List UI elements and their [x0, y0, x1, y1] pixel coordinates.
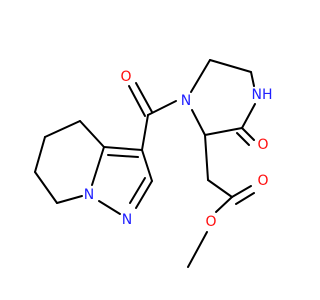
bond-amide-n	[147, 100, 177, 116]
bond-amide-co-2	[135, 82, 153, 113]
atom-n-pyrazole: N	[122, 212, 132, 228]
bond-sat-c3a-c4	[79, 120, 105, 148]
molecule-structure: O NH O N O O N N	[34, 59, 273, 268]
bond-amide-co-1	[128, 85, 146, 117]
bond-o-methyl	[187, 231, 208, 268]
bond-pz-n2-n1	[98, 200, 121, 215]
bond-ester-co-2	[235, 192, 255, 205]
atom-o-ester: O	[205, 214, 216, 230]
bond-pz-c4-n2-2	[129, 177, 146, 204]
bond-c2-ch2	[204, 134, 209, 181]
atom-o-ring-carbonyl: O	[257, 137, 268, 153]
bond-pz-c3-c4	[141, 149, 153, 182]
bond-pz-n1-c3a	[91, 146, 105, 186]
bond-pip-c6-c5	[209, 59, 252, 73]
bond-pip-n1-c6	[190, 59, 211, 93]
bond-sat-c5-c6	[34, 136, 46, 173]
atom-nh-ring: NH	[252, 87, 273, 103]
bond-ring-co-1	[241, 127, 255, 141]
bond-pz-c4-n2-1	[135, 180, 153, 209]
atom-n-pyrazole-bridge: N	[84, 187, 94, 203]
bond-sat-c4-c5	[44, 120, 81, 138]
bond-pip-n4-c3	[241, 103, 256, 129]
bond-ester-co-1	[231, 185, 252, 198]
bond-ester-o	[215, 196, 233, 213]
bond-sat-c7-n	[56, 195, 83, 204]
bond-pip-c5-n4	[250, 71, 255, 87]
bond-pip-c3-c2	[204, 127, 243, 136]
atom-o-amide: O	[120, 69, 131, 85]
atom-n-piperazine: N	[181, 93, 191, 109]
bond-sat-c6-c7	[34, 171, 58, 204]
bond-amide-pyrazole	[141, 114, 149, 151]
bond-ring-co-2	[236, 132, 250, 146]
bond-pz-c3a-c3a-inner	[107, 154, 139, 158]
bond-pz-c3-c3a	[103, 146, 143, 151]
atom-o-ester-carbonyl: O	[257, 173, 268, 189]
atom-labels: O NH O N O O N N	[84, 69, 273, 230]
bonds	[34, 59, 256, 268]
bond-pip-c2-n1	[191, 109, 206, 136]
bond-ch2-ester	[207, 179, 233, 198]
